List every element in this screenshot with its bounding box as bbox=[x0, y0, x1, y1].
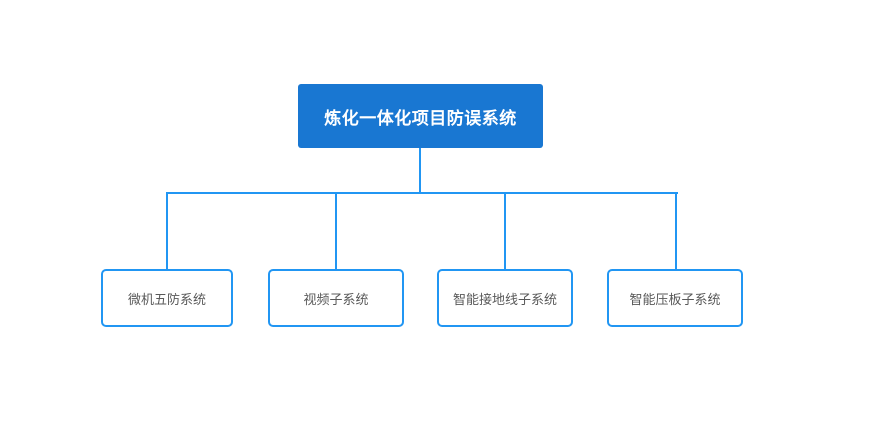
child-node-grounding[interactable]: 智能接地线子系统 bbox=[437, 269, 573, 327]
connector-drop-2 bbox=[335, 192, 337, 269]
connector-root-stem bbox=[419, 147, 421, 193]
child-node-label: 视频子系统 bbox=[303, 291, 369, 307]
root-node[interactable]: 炼化一体化项目防误系统 bbox=[298, 84, 543, 148]
connector-drop-4 bbox=[675, 192, 677, 269]
child-node-wjwf[interactable]: 微机五防系统 bbox=[101, 269, 233, 327]
root-node-label: 炼化一体化项目防误系统 bbox=[324, 108, 517, 128]
connector-horizontal-rail bbox=[166, 192, 678, 194]
child-node-label: 微机五防系统 bbox=[127, 291, 206, 307]
child-node-label: 智能接地线子系统 bbox=[452, 291, 557, 307]
child-node-label: 智能压板子系统 bbox=[629, 291, 721, 307]
child-node-video[interactable]: 视频子系统 bbox=[268, 269, 404, 327]
connector-drop-3 bbox=[504, 192, 506, 269]
child-node-plate[interactable]: 智能压板子系统 bbox=[607, 269, 743, 327]
connector-drop-1 bbox=[166, 192, 168, 269]
